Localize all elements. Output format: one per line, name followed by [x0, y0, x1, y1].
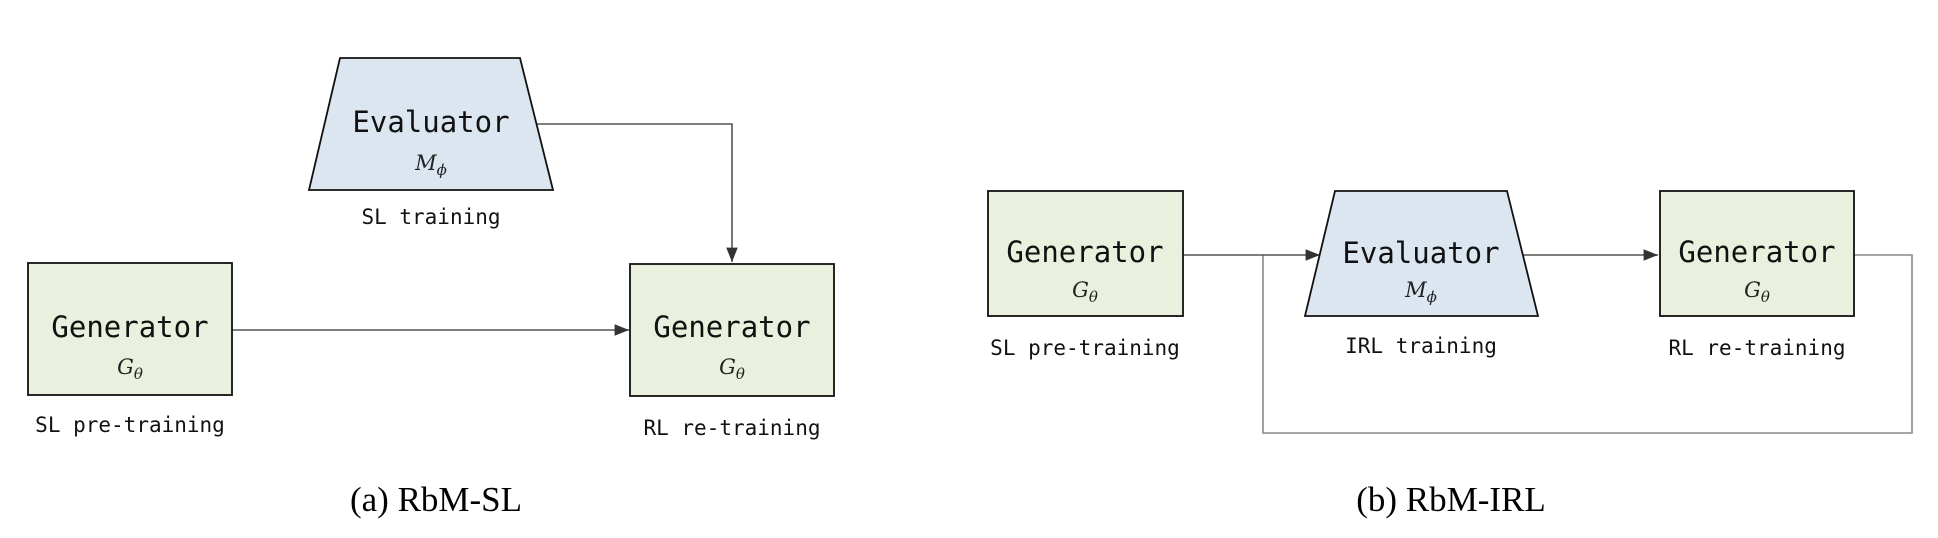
evaluator-title-b: Evaluator [1342, 236, 1499, 270]
generator-re-node-b: Generator Gθ [1659, 190, 1855, 317]
evaluator-stage-label-b: IRL training [1345, 334, 1497, 358]
evaluator-symbol-a: Mϕ [414, 151, 447, 179]
generator-re-shape-b [1659, 190, 1855, 317]
generator-pre-symbol-a: Gθ [117, 355, 143, 383]
generator-pre-symbol-b: Gθ [1072, 278, 1098, 306]
generator-pre-shape-b [987, 190, 1184, 317]
generator-re-symbol-a: Gθ [719, 355, 745, 383]
evaluator-stage-label-a: SL training [361, 205, 500, 229]
generator-re-shape-a [629, 263, 835, 397]
evaluator-shape-a [307, 57, 555, 191]
generator-pre-stage-label-b: SL pre-training [990, 336, 1180, 360]
caption-a: (a) RbM-SL [350, 480, 522, 519]
generator-re-title-a: Generator [653, 310, 810, 344]
panel-a: Evaluator Mϕ SL training Generator Gθ SL… [27, 57, 835, 519]
generator-pre-title-a: Generator [51, 310, 208, 344]
evaluator-title-a: Evaluator [352, 105, 509, 139]
generator-pre-stage-label-a: SL pre-training [35, 413, 225, 437]
panel-b: Generator Gθ SL pre-training Evaluator M… [987, 190, 1913, 519]
edge-evaluator-to-generator-re-a [537, 123, 738, 262]
generator-re-stage-label-b: RL re-training [1668, 336, 1845, 360]
generator-re-node-a: Generator Gθ [629, 263, 835, 397]
generator-re-stage-label-a: RL re-training [643, 416, 820, 440]
evaluator-shape-b [1303, 190, 1540, 317]
evaluator-node-a: Evaluator Mϕ [307, 57, 555, 191]
generator-re-symbol-b: Gθ [1744, 278, 1770, 306]
evaluator-symbol-b: Mϕ [1404, 278, 1437, 306]
generator-pre-node-b: Generator Gθ [987, 190, 1184, 317]
caption-b: (b) RbM-IRL [1356, 480, 1546, 519]
generator-pre-title-b: Generator [1006, 235, 1163, 269]
generator-pre-node-a: Generator Gθ [27, 262, 233, 396]
evaluator-node-b: Evaluator Mϕ [1303, 190, 1540, 317]
generator-pre-shape-a [27, 262, 233, 396]
edge-feedback-loop-b [1262, 254, 1913, 434]
generator-re-title-b: Generator [1678, 235, 1835, 269]
